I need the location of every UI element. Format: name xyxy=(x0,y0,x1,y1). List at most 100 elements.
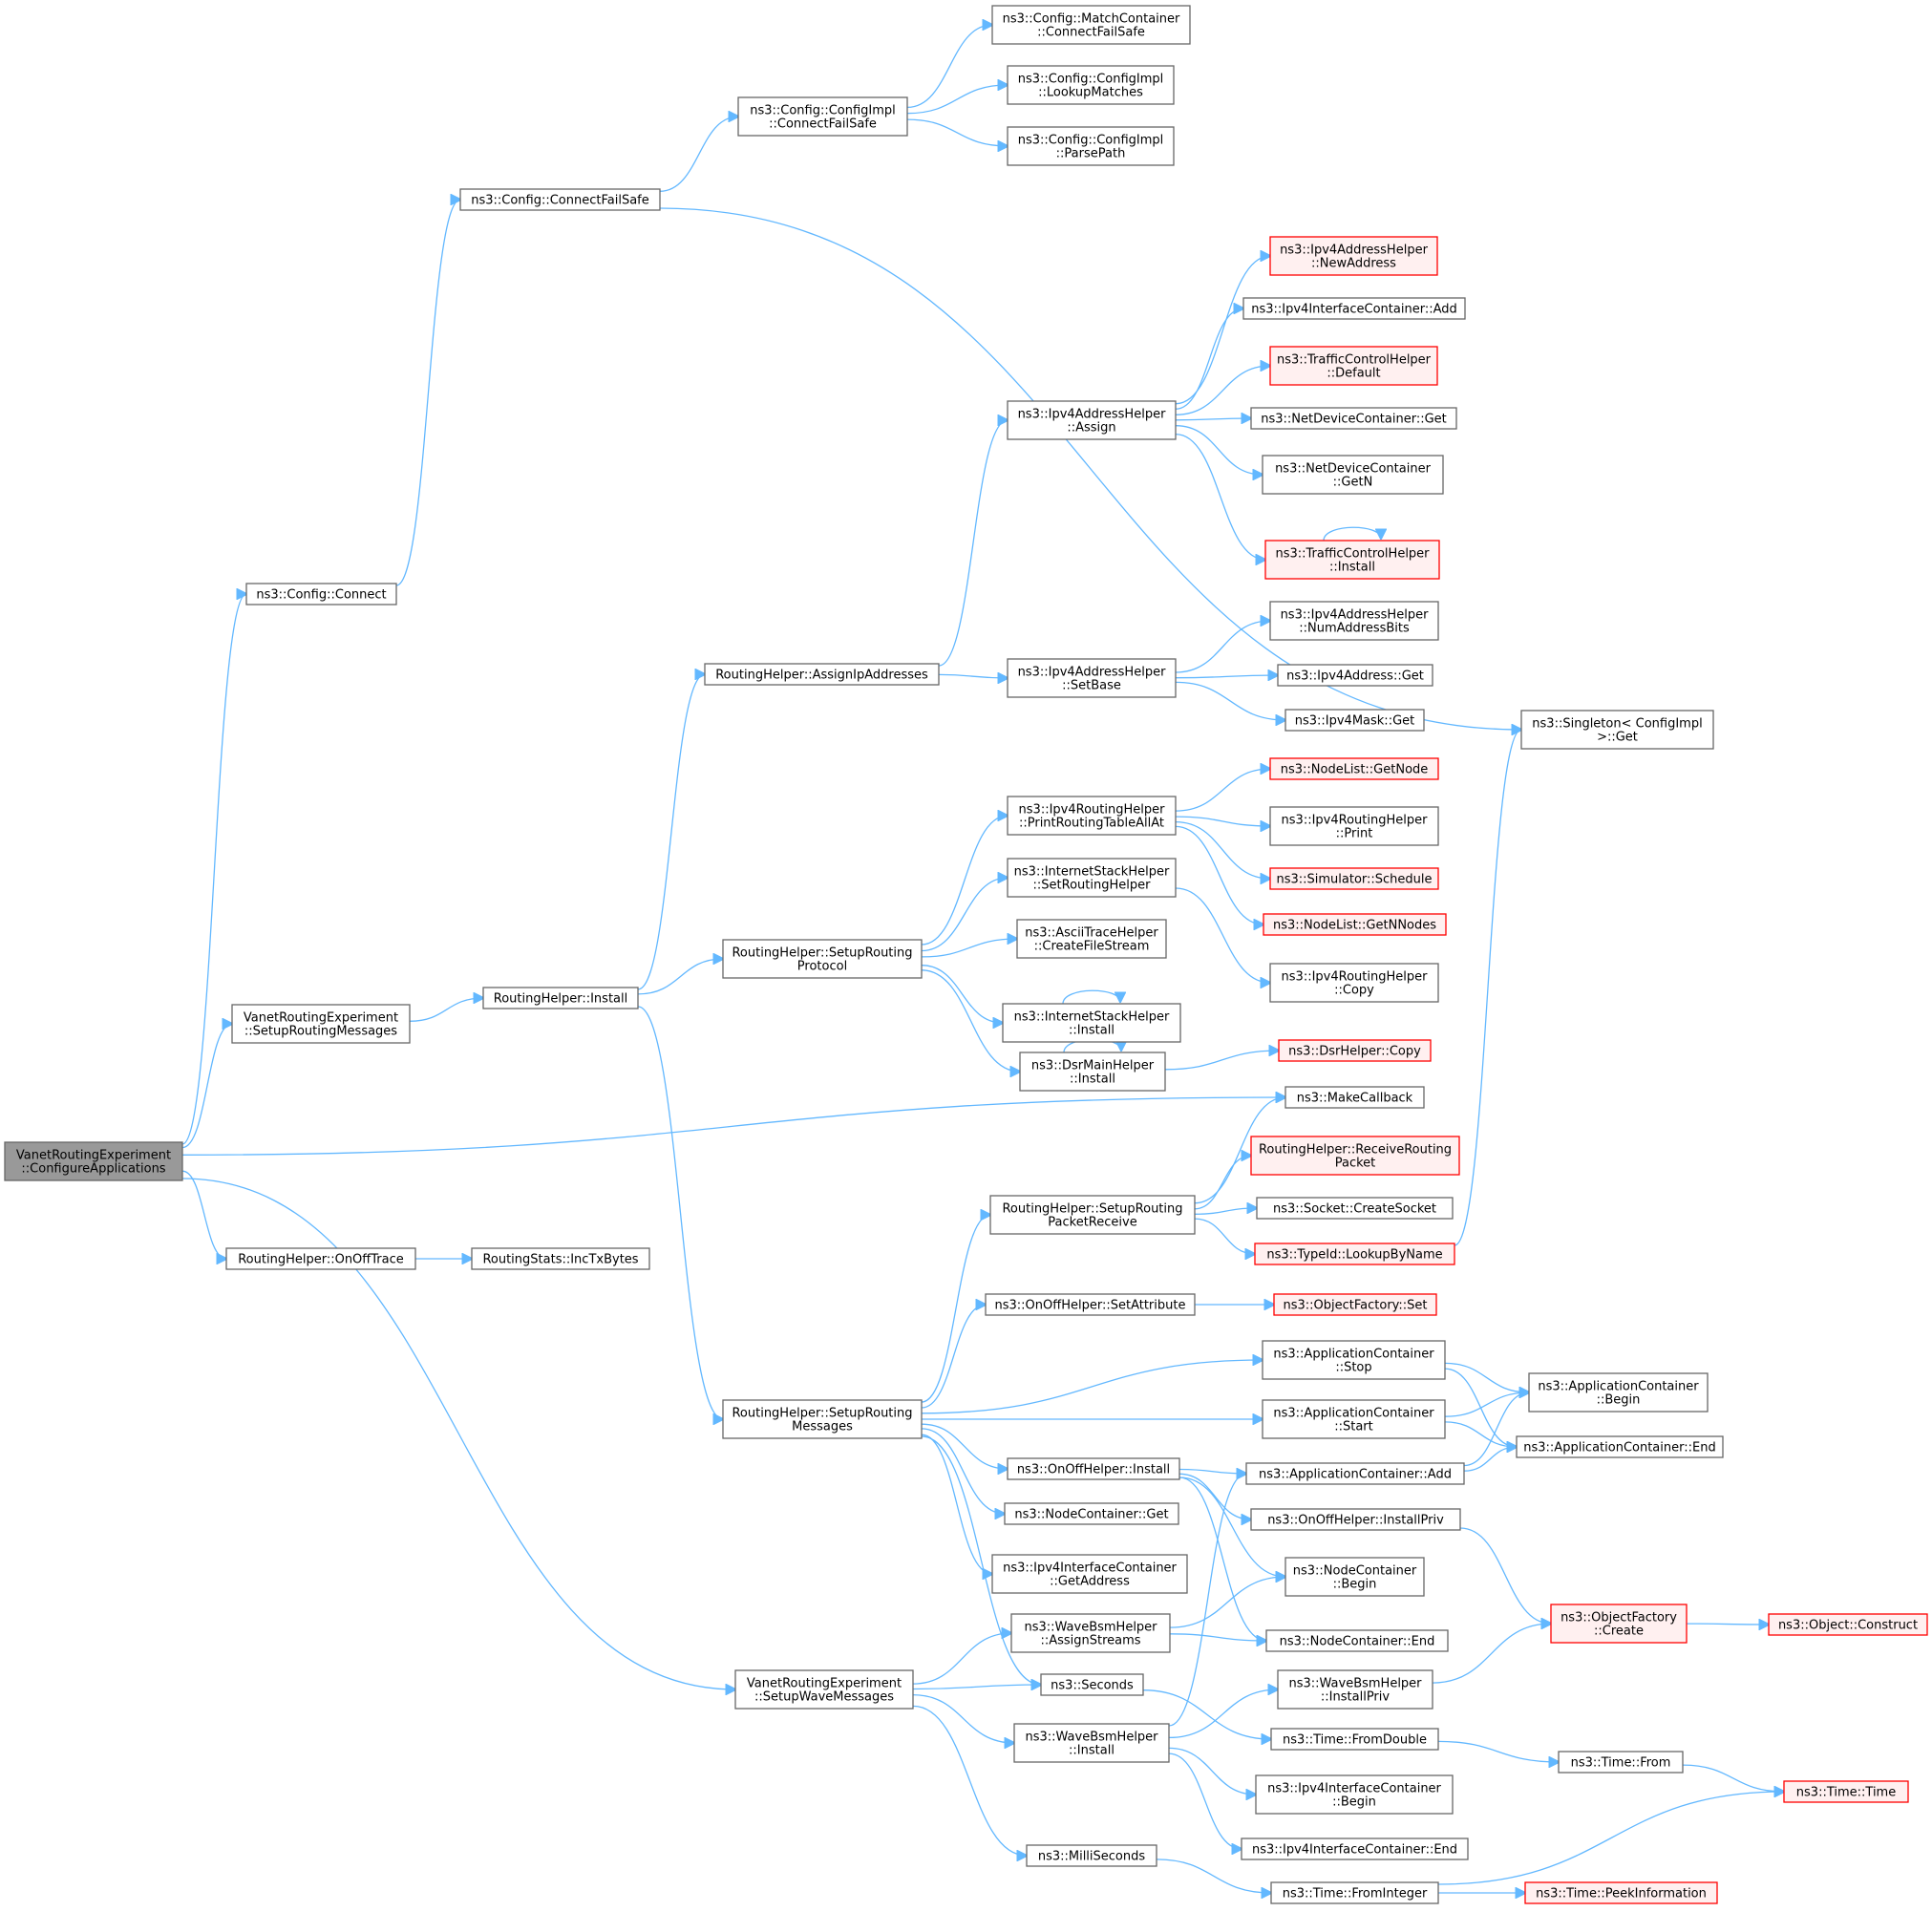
node-box[interactable] xyxy=(1265,1629,1449,1652)
node-box[interactable] xyxy=(1026,1844,1157,1867)
node-appstop[interactable]: ns3::ApplicationContainer::Stop xyxy=(1262,1340,1446,1380)
node-box[interactable] xyxy=(1277,664,1433,687)
node-box[interactable] xyxy=(245,583,397,605)
node-box[interactable] xyxy=(1250,1136,1460,1176)
node-cimplcfs[interactable]: ns3::Config::ConfigImpl::ConnectFailSafe xyxy=(737,96,908,137)
node-onoffinstall[interactable]: ns3::OnOffHelper::Install xyxy=(1007,1457,1180,1480)
node-box[interactable] xyxy=(1254,1243,1455,1265)
node-box[interactable] xyxy=(1016,919,1167,959)
node-ifcadd[interactable]: ns3::Ipv4InterfaceContainer::Add xyxy=(1242,297,1466,320)
node-box[interactable] xyxy=(225,1247,416,1270)
node-dsrmain[interactable]: ns3::DsrMainHelper::Install xyxy=(1019,1052,1166,1092)
node-setbase[interactable]: ns3::Ipv4AddressHelper::SetBase xyxy=(1007,658,1177,698)
node-box[interactable] xyxy=(1262,1340,1446,1380)
node-ncend[interactable]: ns3::NodeContainer::End xyxy=(1265,1629,1449,1652)
node-rhinstall[interactable]: RoutingHelper::Install xyxy=(482,987,639,1009)
node-box[interactable] xyxy=(1528,1372,1709,1413)
node-assignstreams[interactable]: ns3::WaveBsmHelper::AssignStreams xyxy=(1010,1613,1171,1653)
node-getnode[interactable]: ns3::NodeList::GetNode xyxy=(1269,757,1439,780)
node-box[interactable] xyxy=(985,1293,1196,1316)
node-box[interactable] xyxy=(1262,455,1444,495)
node-box[interactable] xyxy=(1264,540,1440,580)
node-makecb[interactable]: ns3::MakeCallback xyxy=(1284,1086,1425,1109)
node-setattr[interactable]: ns3::OnOffHelper::SetAttribute xyxy=(985,1293,1196,1316)
node-cfs[interactable]: ns3::Config::ConnectFailSafe xyxy=(459,188,661,211)
node-numbits[interactable]: ns3::Ipv4AddressHelper::NumAddressBits xyxy=(1269,601,1439,641)
node-box[interactable] xyxy=(1273,1293,1437,1316)
node-construct[interactable]: ns3::Object::Construct xyxy=(1768,1613,1928,1636)
node-box[interactable] xyxy=(231,1004,411,1044)
node-fromint[interactable]: ns3::Time::FromInteger xyxy=(1270,1881,1439,1904)
node-box[interactable] xyxy=(1007,1457,1180,1480)
node-box[interactable] xyxy=(991,1554,1188,1594)
node-lookupname[interactable]: ns3::TypeId::LookupByName xyxy=(1254,1243,1455,1265)
node-box[interactable] xyxy=(1520,710,1714,750)
node-appbegin[interactable]: ns3::ApplicationContainer::Begin xyxy=(1528,1372,1709,1413)
node-box[interactable] xyxy=(1270,1881,1439,1904)
node-box[interactable] xyxy=(1550,1604,1688,1644)
node-swm[interactable]: VanetRoutingExperiment::SetupWaveMessage… xyxy=(734,1669,914,1710)
node-tcinstall[interactable]: ns3::TrafficControlHelper::Install xyxy=(1264,540,1440,580)
node-box[interactable] xyxy=(1269,601,1439,641)
node-box[interactable] xyxy=(991,5,1191,45)
node-srm[interactable]: VanetRoutingExperiment::SetupRoutingMess… xyxy=(231,1004,411,1044)
node-installpriv[interactable]: ns3::OnOffHelper::InstallPriv xyxy=(1250,1508,1461,1531)
node-rhsrm[interactable]: RoutingHelper::SetupRoutingMessages xyxy=(722,1399,923,1439)
node-box[interactable] xyxy=(459,188,661,211)
node-box[interactable] xyxy=(1256,1197,1454,1220)
node-wbinstall[interactable]: ns3::WaveBsmHelper::Install xyxy=(1013,1723,1170,1763)
node-box[interactable] xyxy=(1007,400,1177,440)
node-box[interactable] xyxy=(737,96,908,137)
node-box[interactable] xyxy=(989,1195,1196,1235)
node-box[interactable] xyxy=(1269,236,1438,276)
node-box[interactable] xyxy=(722,1399,923,1439)
node-ndcget[interactable]: ns3::NetDeviceContainer::Get xyxy=(1250,407,1457,430)
node-box[interactable] xyxy=(1019,1052,1166,1092)
node-box[interactable] xyxy=(1040,1673,1144,1696)
node-millis[interactable]: ns3::MilliSeconds xyxy=(1026,1844,1157,1867)
node-parse[interactable]: ns3::Config::ConfigImpl::ParsePath xyxy=(1007,126,1175,166)
node-cfstream[interactable]: ns3::AsciiTraceHelper::CreateFileStream xyxy=(1016,919,1167,959)
node-ifcbegin[interactable]: ns3::Ipv4InterfaceContainer::Begin xyxy=(1255,1774,1454,1815)
node-timetime[interactable]: ns3::Time::Time xyxy=(1783,1780,1909,1803)
node-appadd[interactable]: ns3::ApplicationContainer::Add xyxy=(1245,1462,1465,1485)
node-box[interactable] xyxy=(1284,1086,1425,1109)
node-connect[interactable]: ns3::Config::Connect xyxy=(245,583,397,605)
node-box[interactable] xyxy=(1262,1399,1446,1439)
node-box[interactable] xyxy=(1013,1723,1170,1763)
node-box[interactable] xyxy=(1241,1838,1469,1860)
node-box[interactable] xyxy=(1002,1003,1181,1043)
node-rhcopy[interactable]: ns3::Ipv4RoutingHelper::Copy xyxy=(1269,963,1439,1003)
node-inctx[interactable]: RoutingStats::IncTxBytes xyxy=(471,1247,650,1270)
node-box[interactable] xyxy=(4,1141,183,1181)
node-box[interactable] xyxy=(704,663,940,686)
node-box[interactable] xyxy=(734,1669,914,1710)
node-box[interactable] xyxy=(722,939,923,979)
node-box[interactable] xyxy=(1245,1462,1465,1485)
node-timefrom[interactable]: ns3::Time::From xyxy=(1558,1751,1684,1774)
node-box[interactable] xyxy=(1263,913,1447,936)
node-maskget[interactable]: ns3::Ipv4Mask::Get xyxy=(1284,709,1425,732)
node-schedule[interactable]: ns3::Simulator::Schedule xyxy=(1269,867,1439,890)
node-box[interactable] xyxy=(1007,658,1177,698)
node-box[interactable] xyxy=(1004,1502,1179,1525)
node-box[interactable] xyxy=(482,987,639,1009)
node-box[interactable] xyxy=(1010,1613,1171,1653)
node-tcdefault[interactable]: ns3::TrafficControlHelper::Default xyxy=(1269,346,1438,386)
node-box[interactable] xyxy=(1007,796,1177,836)
node-getnnodes[interactable]: ns3::NodeList::GetNNodes xyxy=(1263,913,1447,936)
node-box[interactable] xyxy=(1250,1508,1461,1531)
node-print[interactable]: ns3::Ipv4RoutingHelper::Print xyxy=(1269,806,1439,846)
node-box[interactable] xyxy=(471,1247,650,1270)
node-prtaa[interactable]: ns3::Ipv4RoutingHelper::PrintRoutingTabl… xyxy=(1007,796,1177,836)
node-append[interactable]: ns3::ApplicationContainer::End xyxy=(1516,1435,1724,1458)
node-peek[interactable]: ns3::Time::PeekInformation xyxy=(1524,1881,1718,1904)
node-mccfs[interactable]: ns3::Config::MatchContainer::ConnectFail… xyxy=(991,5,1191,45)
node-box[interactable] xyxy=(1524,1881,1718,1904)
node-box[interactable] xyxy=(1277,1669,1433,1710)
node-ncbegin[interactable]: ns3::NodeContainer::Begin xyxy=(1284,1557,1425,1597)
node-setrh[interactable]: ns3::InternetStackHelper::SetRoutingHelp… xyxy=(1007,858,1177,898)
